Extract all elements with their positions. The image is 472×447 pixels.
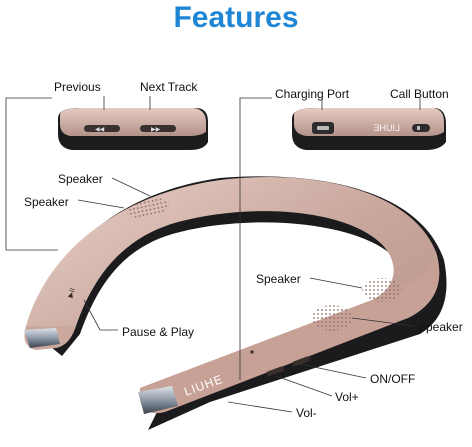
left-metal-tip [24, 328, 60, 348]
label-next-track: Next Track [140, 80, 198, 94]
speaker-grille-top-left [126, 198, 170, 218]
speaker-grille-right-lower [312, 305, 352, 331]
mirrored-brand-logo: LIUHE [373, 123, 400, 133]
label-on-off: ON/OFF [370, 372, 416, 386]
play-pause-icon: ▶II [66, 287, 77, 299]
previous-next-icon: ◀◀ ▶▶ [84, 125, 176, 133]
label-vol-minus: Vol- [296, 406, 317, 420]
device-buttons [250, 350, 311, 377]
svg-text:◀◀: ◀◀ [95, 126, 105, 133]
label-speaker-right-lower: Speaker [418, 320, 463, 334]
speaker-grille-right-upper [362, 278, 402, 302]
closeup-previous-next: ◀◀ ▶▶ [58, 108, 208, 150]
phone-icon [412, 124, 430, 132]
svg-text:▶▶: ▶▶ [151, 126, 161, 133]
label-charging-port: Charging Port [275, 87, 350, 101]
neckband-speaker: LIUHE ▶II [24, 176, 447, 430]
label-call-button: Call Button [390, 87, 449, 101]
leader-lines [5, 96, 421, 413]
label-pause-play: Pause & Play [122, 325, 195, 339]
label-vol-plus: Vol+ [335, 390, 359, 404]
closeup-charging-call: LIUHE [292, 108, 446, 150]
svg-text:▶II: ▶II [66, 287, 77, 299]
label-speaker-left: Speaker [24, 195, 69, 209]
label-speaker-top: Speaker [58, 172, 103, 186]
label-speaker-right-upper: Speaker [256, 272, 301, 286]
label-previous: Previous [54, 80, 101, 94]
right-metal-tip [138, 386, 178, 414]
charging-port-icon [312, 122, 334, 134]
page-title: Features [173, 1, 299, 34]
